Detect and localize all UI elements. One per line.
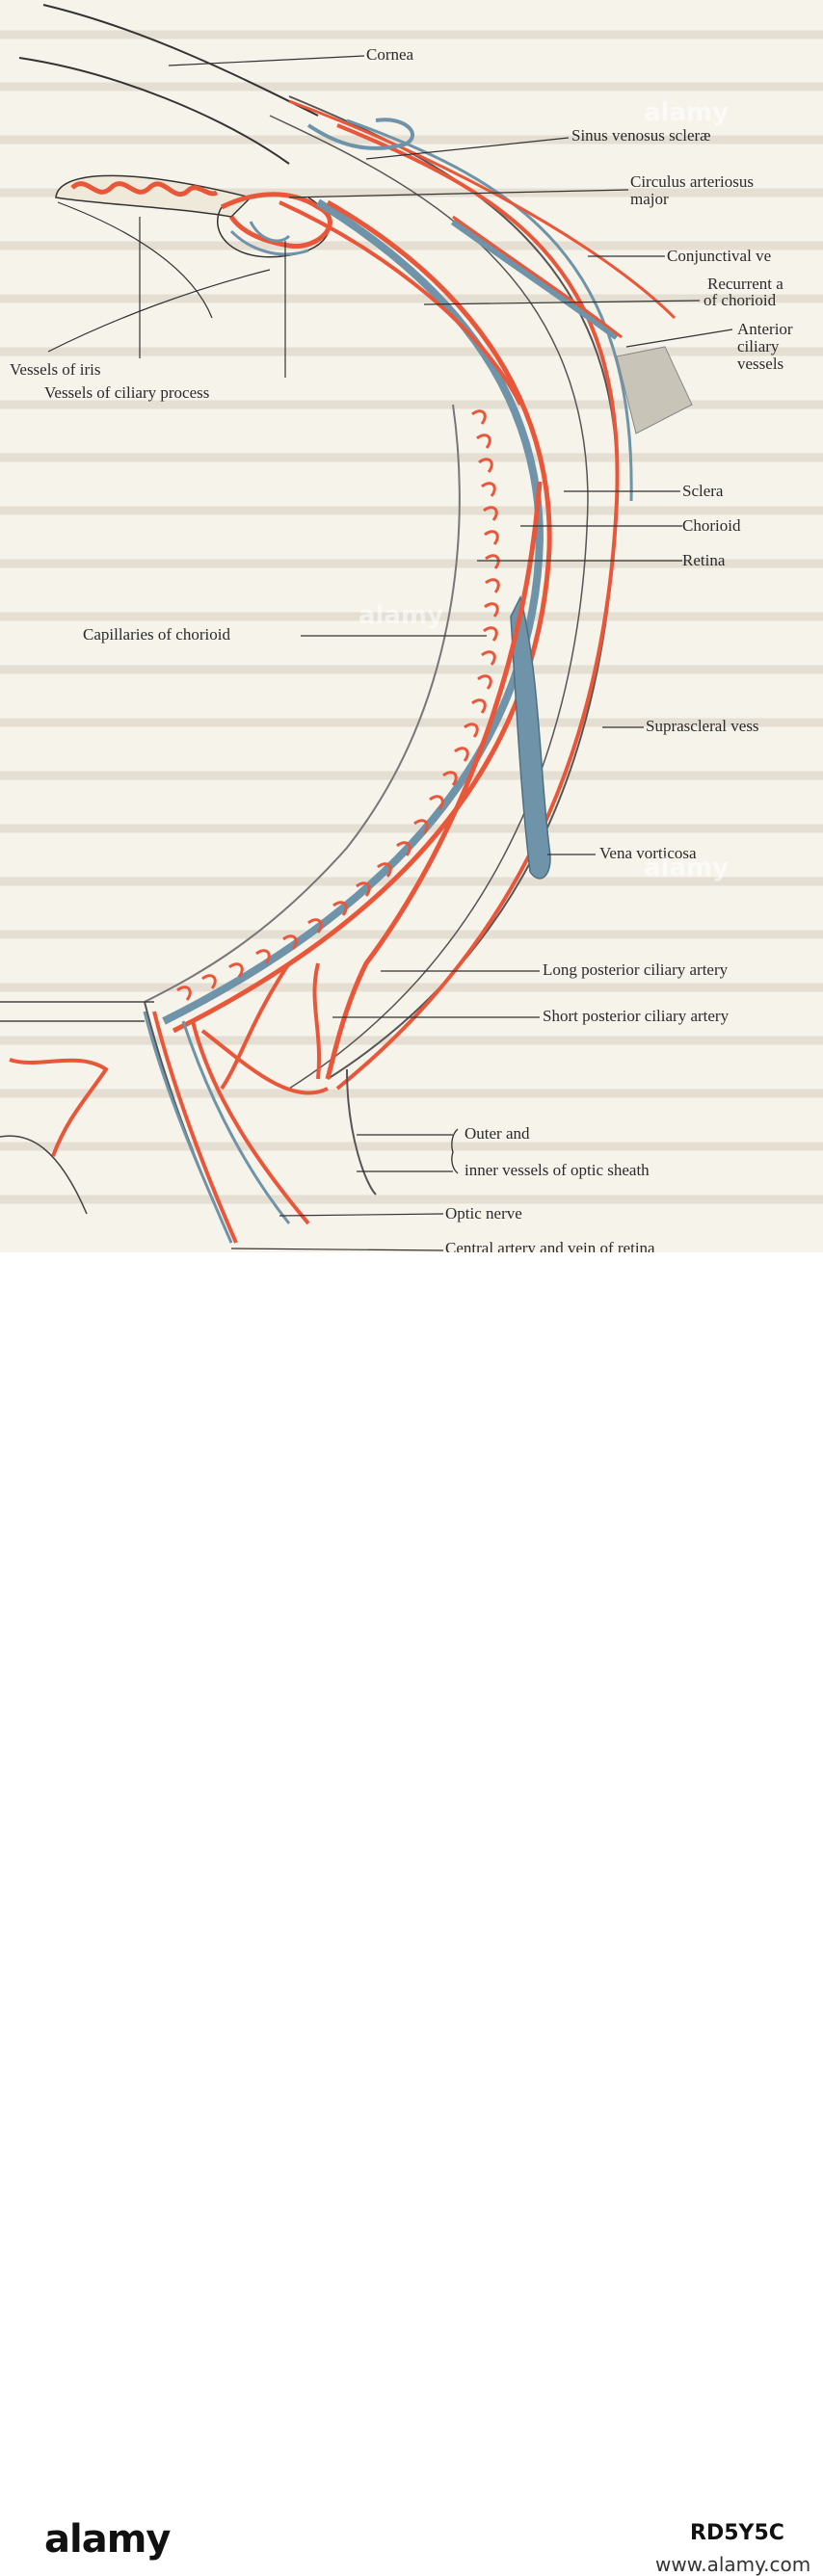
label-chorioid: Chorioid (682, 516, 741, 535)
label-ciliary: ciliary (737, 337, 780, 355)
muscle-tendon (616, 346, 693, 434)
image-id: RD5Y5C (690, 2521, 784, 2545)
label-circulus-arteriosus: Circulus arteriosus (630, 172, 754, 191)
label-recurrent-chorioid: of chorioid (704, 291, 777, 309)
conjunctival-vessels (288, 99, 677, 320)
label-capillaries-chorioid: Capillaries of chorioid (83, 625, 230, 644)
long-posterior-ciliary-artery (325, 481, 543, 1080)
label-central-artery: Central artery and vein of retina (445, 1239, 655, 1253)
sclera-inner (269, 115, 589, 1090)
watermark-text: alamy (358, 601, 444, 630)
label-vena-vorticosa: Vena vorticosa (599, 844, 697, 862)
anatomy-figure: Cornea Sinus venosus scleræ Circulus art… (0, 0, 823, 1252)
eye-vessels-illustration (0, 4, 823, 1251)
label-recurrent-artery: Recurrent a (707, 275, 783, 293)
label-vessels: vessels (737, 355, 784, 373)
footer-bar: alamy RD5Y5C www.alamy.com (0, 1252, 823, 2576)
short-posterior-ciliary-artery (220, 961, 322, 1091)
label-optic-nerve: Optic nerve (445, 1204, 522, 1222)
iris-vessels (70, 181, 219, 197)
chorioid-vein-main (162, 198, 544, 1025)
label-sinus-venosus: Sinus venosus scleræ (571, 126, 711, 145)
label-short-posterior-ciliary: Short posterior ciliary artery (543, 1007, 730, 1025)
optic-sheath-veins (143, 1011, 291, 1244)
side-outline (0, 1001, 154, 1215)
cornea-inner-outline (18, 57, 290, 165)
watermark-text: alamy (644, 854, 730, 882)
vena-vorticosa (510, 594, 551, 880)
iris-outline (55, 174, 252, 218)
label-inner-vessels: inner vessels of optic sheath (465, 1161, 650, 1179)
label-vessels-of-iris: Vessels of iris (10, 360, 101, 379)
leader-lines (139, 55, 733, 1251)
suprascleral-vein (346, 118, 633, 502)
label-retina: Retina (682, 551, 726, 569)
cornea-outline (42, 4, 319, 117)
label-vessels-ciliary-process: Vessels of ciliary process (44, 383, 210, 402)
label-suprascleral: Suprascleral vess (646, 717, 759, 735)
alamy-logo: alamy (44, 2517, 171, 2562)
background-text-lines (0, 30, 823, 1204)
side-vessel (9, 1058, 109, 1157)
footer-url[interactable]: www.alamy.com (655, 2553, 811, 2576)
ciliary-process-vessels (229, 221, 309, 256)
watermark-text: alamy (644, 98, 730, 127)
suprascleral-artery (335, 123, 620, 1091)
sinus-venosus (306, 118, 414, 150)
optic-sheath-vessels (152, 1011, 329, 1244)
label-conjunctival: Conjunctival ve (667, 247, 772, 265)
lens-capsule-lines (47, 201, 271, 353)
label-outer-and: Outer and (465, 1124, 530, 1143)
anterior-ciliary-artery (452, 215, 623, 339)
label-long-posterior-ciliary: Long posterior ciliary artery (543, 960, 729, 979)
capillary-loops (176, 409, 500, 1001)
anterior-ciliary-vein (450, 219, 620, 340)
label-circulus-major: major (630, 190, 669, 208)
recurrent-artery (279, 200, 522, 406)
retina-line (144, 404, 461, 1003)
label-cornea: Cornea (366, 45, 414, 64)
brace (451, 1128, 459, 1174)
chorioid-artery-main (172, 199, 552, 1034)
label-sclera: Sclera (682, 482, 724, 500)
label-anterior: Anterior (737, 320, 793, 338)
